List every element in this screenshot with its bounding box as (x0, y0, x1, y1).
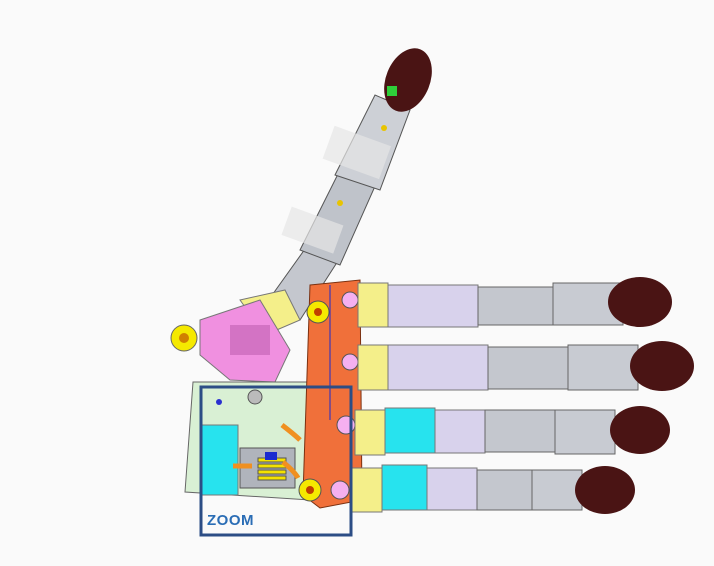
finger-index (357, 277, 672, 328)
palm-plate (184, 381, 311, 501)
finger-middle (357, 341, 694, 391)
palm-orange-bar (298, 279, 363, 509)
finger-ring (354, 406, 670, 456)
zoom-label: ZOOM (207, 512, 254, 529)
thumb-sensor (387, 86, 397, 96)
finger-little (351, 464, 635, 514)
zoom-box (199, 385, 353, 537)
thumb-base-pink (170, 299, 291, 383)
